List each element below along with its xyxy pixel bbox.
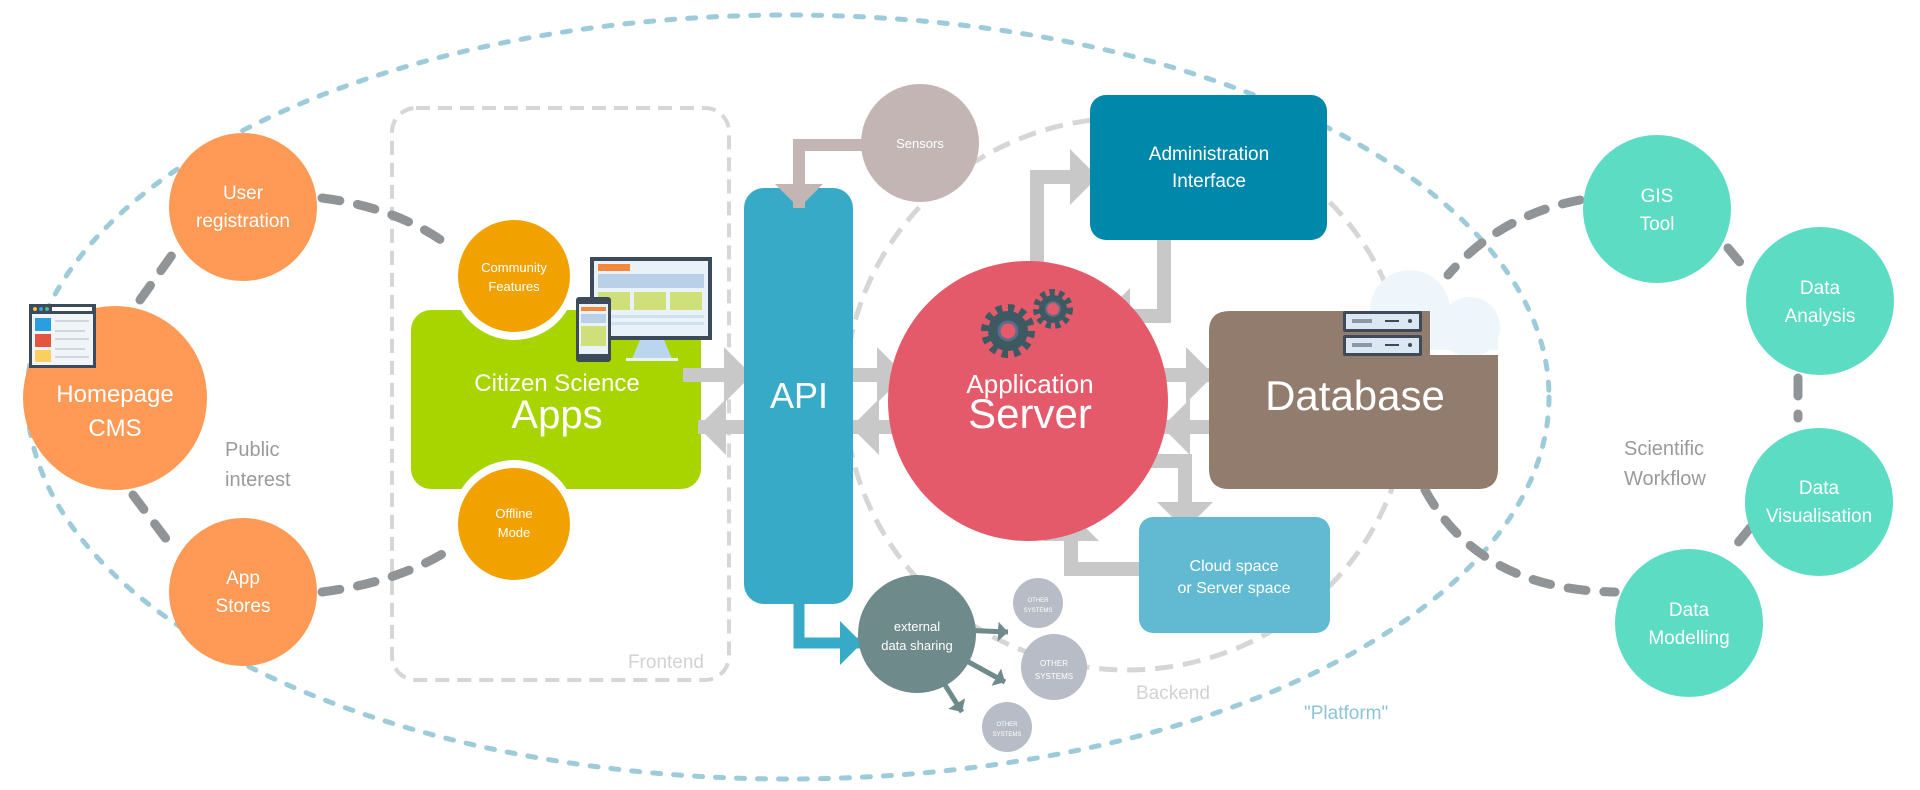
svg-text:Data: Data [1799, 478, 1840, 499]
public-interest-label-2: interest [225, 469, 291, 491]
offline-mode-node[interactable]: Offline Mode [458, 468, 570, 580]
svg-text:Features: Features [488, 279, 540, 294]
svg-text:external: external [894, 619, 940, 634]
browser-window-icon [29, 304, 96, 368]
frontend-boundary [390, 106, 731, 682]
application-server-node[interactable]: Application Server [888, 261, 1168, 541]
backend-label: Backend [1136, 683, 1210, 704]
svg-text:SYSTEMS: SYSTEMS [1024, 608, 1053, 614]
external-sharing-arrow [793, 600, 862, 665]
data-analysis-node[interactable]: Data Analysis [1746, 227, 1894, 375]
svg-text:App: App [226, 568, 260, 589]
scientific-workflow-label: Scientific [1624, 438, 1704, 460]
community-features-node[interactable]: Community Features [458, 220, 570, 332]
administration-interface-node[interactable]: Administration Interface [1090, 95, 1327, 240]
data-visualisation-node[interactable]: Data Visualisation [1745, 428, 1893, 576]
database-node[interactable]: Database [1209, 311, 1498, 489]
svg-text:Homepage: Homepage [56, 381, 173, 408]
external-data-sharing-node[interactable]: external data sharing [858, 575, 976, 693]
svg-text:Database: Database [1265, 372, 1445, 419]
svg-text:Sensors: Sensors [896, 136, 944, 151]
user-registration-node[interactable]: User registration [169, 133, 317, 281]
gears-icon [981, 289, 1073, 358]
platform-label: "Platform" [1304, 703, 1388, 724]
api-node[interactable]: API [744, 188, 853, 604]
svg-text:SYSTEMS: SYSTEMS [1035, 672, 1073, 681]
devices-icon [576, 257, 712, 362]
svg-text:OTHER: OTHER [997, 722, 1019, 728]
workflow-connectors [128, 193, 1803, 597]
svg-text:Analysis: Analysis [1785, 306, 1856, 327]
svg-text:Server: Server [968, 390, 1092, 437]
svg-text:Offline: Offline [495, 506, 532, 521]
platform-boundary [24, 12, 1552, 782]
svg-text:Tool: Tool [1640, 214, 1675, 235]
svg-text:SYSTEMS: SYSTEMS [993, 732, 1022, 738]
frontend-label: Frontend [628, 652, 704, 673]
svg-text:GIS: GIS [1641, 186, 1674, 207]
public-interest-label: Public [225, 439, 279, 461]
svg-text:Community: Community [481, 260, 547, 275]
svg-text:Modelling: Modelling [1648, 628, 1729, 649]
svg-text:Application: Application [966, 369, 1093, 399]
svg-text:Data: Data [1800, 278, 1841, 299]
scientific-workflow-label-2: Workflow [1624, 468, 1706, 490]
gis-tool-node[interactable]: GIS Tool [1583, 135, 1731, 283]
svg-text:Cloud space: Cloud space [1190, 558, 1279, 575]
svg-text:Stores: Stores [216, 596, 271, 617]
cloud-space-node[interactable]: Cloud space or Server space [1139, 517, 1330, 633]
svg-text:or Server space: or Server space [1178, 580, 1291, 597]
svg-text:Interface: Interface [1172, 171, 1246, 192]
citizen-science-apps-node[interactable]: Citizen Science Apps [411, 310, 701, 489]
svg-text:OTHER: OTHER [1040, 659, 1068, 668]
svg-text:registration: registration [196, 211, 290, 232]
data-modelling-node[interactable]: Data Modelling [1615, 549, 1763, 697]
other-systems-node[interactable]: OTHER SYSTEMS [982, 702, 1032, 752]
svg-text:Visualisation: Visualisation [1766, 506, 1872, 527]
sensors-node[interactable]: Sensors [861, 84, 979, 202]
svg-text:Citizen Science: Citizen Science [474, 370, 639, 397]
other-systems-node[interactable]: OTHER SYSTEMS [1021, 634, 1087, 700]
svg-text:API: API [770, 375, 828, 416]
svg-text:Mode: Mode [498, 525, 531, 540]
svg-text:data sharing: data sharing [881, 638, 953, 653]
svg-text:Data: Data [1669, 600, 1710, 621]
svg-text:Administration: Administration [1149, 144, 1269, 165]
svg-text:OTHER: OTHER [1028, 598, 1050, 604]
app-stores-node[interactable]: App Stores [169, 518, 317, 666]
sensors-arrow [775, 139, 870, 208]
svg-text:Apps: Apps [511, 393, 602, 437]
server-rack-icon [1343, 311, 1422, 356]
svg-text:User: User [223, 183, 264, 204]
svg-text:CMS: CMS [88, 415, 141, 442]
other-systems-node[interactable]: OTHER SYSTEMS [1013, 578, 1063, 628]
